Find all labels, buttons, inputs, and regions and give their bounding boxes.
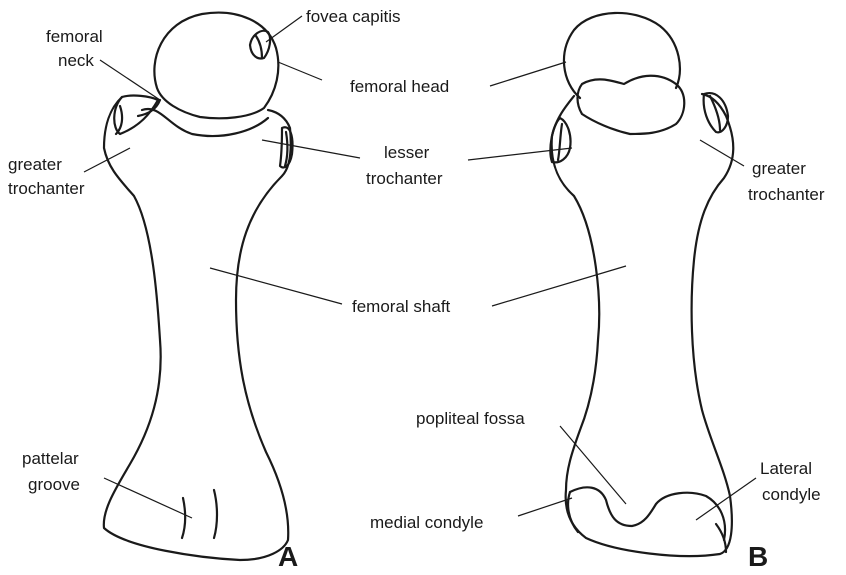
label-femoral-neck-line2: neck bbox=[58, 51, 94, 70]
femur-anterior-view bbox=[104, 13, 293, 560]
label-fovea-capitis: fovea capitis bbox=[306, 7, 401, 26]
femur-posterior-view bbox=[550, 13, 733, 556]
label-lesser-trochanter-line1: lesser bbox=[384, 143, 430, 162]
label-pattelar-groove-line1: pattelar bbox=[22, 449, 79, 468]
label-femoral-head: femoral head bbox=[350, 77, 449, 96]
lesser-trochanter-b-inner bbox=[558, 124, 562, 160]
label-medial-condyle: medial condyle bbox=[370, 513, 483, 532]
femoral-head-a bbox=[154, 13, 278, 119]
label-greater-trochanter-a-line2: trochanter bbox=[8, 179, 85, 198]
label-greater-trochanter-b-line2: trochanter bbox=[748, 185, 825, 204]
label-greater-trochanter-a-line1: greater bbox=[8, 155, 62, 174]
patellar-groove-line-2 bbox=[214, 490, 217, 538]
label-femoral-neck-line1: femoral bbox=[46, 27, 103, 46]
leader-lesser-trochanter-b bbox=[468, 148, 572, 160]
femoral-head-cut-b bbox=[578, 76, 685, 134]
leader-medial-condyle bbox=[518, 498, 572, 516]
label-popliteal-fossa: popliteal fossa bbox=[416, 409, 525, 428]
medial-condyle-b bbox=[570, 487, 725, 540]
labels: fovea capitis femoral neck femoral head … bbox=[8, 7, 825, 572]
label-greater-trochanter-b-line1: greater bbox=[752, 159, 806, 178]
leader-lesser-trochanter-a bbox=[262, 140, 360, 158]
panel-label-a: A bbox=[278, 541, 298, 572]
label-lesser-trochanter-line2: trochanter bbox=[366, 169, 443, 188]
leader-femoral-head-b bbox=[490, 62, 566, 86]
panel-label-b: B bbox=[748, 541, 768, 572]
lesser-trochanter-a-inner bbox=[285, 132, 287, 166]
fovea-capitis-inner bbox=[256, 36, 262, 58]
leader-femoral-head-a bbox=[278, 62, 322, 80]
patellar-groove-line-1 bbox=[182, 498, 185, 538]
leader-femoral-shaft-a bbox=[210, 268, 342, 304]
leader-pattelar-groove bbox=[104, 478, 192, 518]
leader-fovea-capitis bbox=[266, 16, 302, 42]
leader-greater-trochanter-b bbox=[700, 140, 744, 166]
leader-greater-trochanter-a bbox=[84, 148, 130, 172]
leader-femoral-neck bbox=[100, 60, 160, 100]
femoral-neck-a bbox=[142, 109, 268, 136]
medial-condyle-edge-b bbox=[568, 492, 578, 532]
label-lateral-condyle-line1: Lateral bbox=[760, 459, 812, 478]
label-femoral-shaft: femoral shaft bbox=[352, 297, 451, 316]
femur-outline-b bbox=[552, 94, 734, 556]
label-pattelar-groove-line2: groove bbox=[28, 475, 80, 494]
leader-femoral-shaft-b bbox=[492, 266, 626, 306]
label-lateral-condyle-line2: condyle bbox=[762, 485, 821, 504]
